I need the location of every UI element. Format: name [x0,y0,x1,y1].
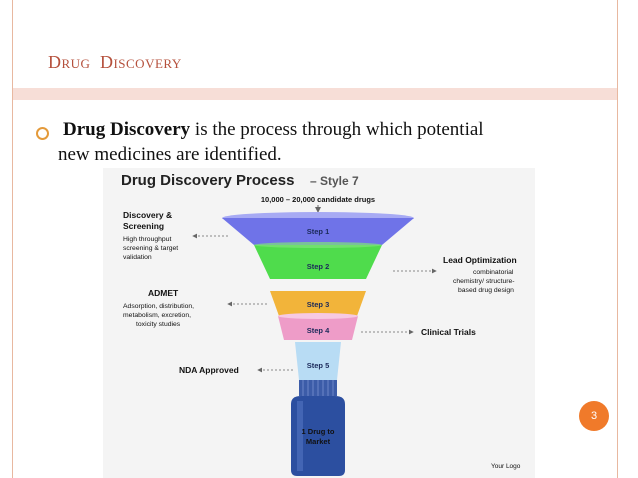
step-2-label: Step 2 [307,262,330,271]
funnel-band-edge [278,313,358,319]
drug-discovery-figure: Drug Discovery Process – Style 7 10,000 … [103,168,535,478]
title-letter: D [99,52,114,72]
funnel-band-step-2 [254,245,382,279]
bullet-circle-icon [36,127,49,140]
title-letter: D [48,52,62,72]
admet-desc-line1: Adsorption, distribution, [123,303,194,310]
funnel-band-step-1 [222,218,414,245]
title-word-rest: ISCOVERY [113,56,182,71]
discovery-title-line2: Screening [123,221,164,231]
slide-frame-left [12,0,13,478]
bottle-label-line1: 1 Drug to [302,427,335,436]
step-3-label: Step 3 [307,300,330,309]
step-4-label: Step 4 [307,326,330,335]
nda-approved-label: NDA Approved [179,365,239,375]
admet-title: ADMET [148,288,179,298]
admet-desc-line3: toxicity studies [136,321,181,328]
bullet-text-line1: is the process through which potential [190,119,484,140]
lead-optimization-title: Lead Optimization [443,255,517,265]
title-word-rest: RUG [61,56,91,71]
funnel-diagram: Drug Discovery Process – Style 7 10,000 … [121,172,521,476]
step-5-label: Step 5 [307,361,330,370]
clinical-trials-label: Clinical Trials [421,327,476,337]
bottle-label-line2: Market [306,437,331,446]
lead-desc-line1: combinatorial [473,269,514,276]
top-candidates-label: 10,000 – 20,000 candidate drugs [261,195,375,204]
funnel-band-step-3 [270,291,366,316]
slide-title: DRUG DISCOVERY [48,52,182,73]
drug-bottle [291,396,345,476]
logo-placeholder: Your Logo [491,463,521,470]
step-1-label: Step 1 [307,227,330,236]
lead-desc-line2: chemistry/ structure- [453,278,515,285]
admet-desc-line2: metabolism, excretion, [123,312,191,319]
discovery-desc-line2: screening & target [123,245,178,252]
bullet-bold-term: Drug Discovery [63,119,191,140]
page-number-badge: 3 [579,401,609,431]
bullet-text-line2: new medicines are identified. [58,144,282,165]
lead-desc-line3: based drug design [458,287,514,294]
figure-title: Drug Discovery Process [121,172,294,189]
figure-title-style: – Style 7 [310,174,359,188]
funnel-band-step-4 [278,316,358,340]
slide-frame-right [617,0,618,478]
discovery-desc-line1: High throughput [123,236,171,243]
funnel-band-step-5 [295,342,341,380]
bullet-paragraph: Drug Discovery is the process through wh… [58,117,568,167]
title-underline-band [13,88,617,100]
discovery-title-line1: Discovery & [123,210,172,220]
funnel-band-edge [254,242,382,248]
discovery-desc-line3: validation [123,254,152,261]
